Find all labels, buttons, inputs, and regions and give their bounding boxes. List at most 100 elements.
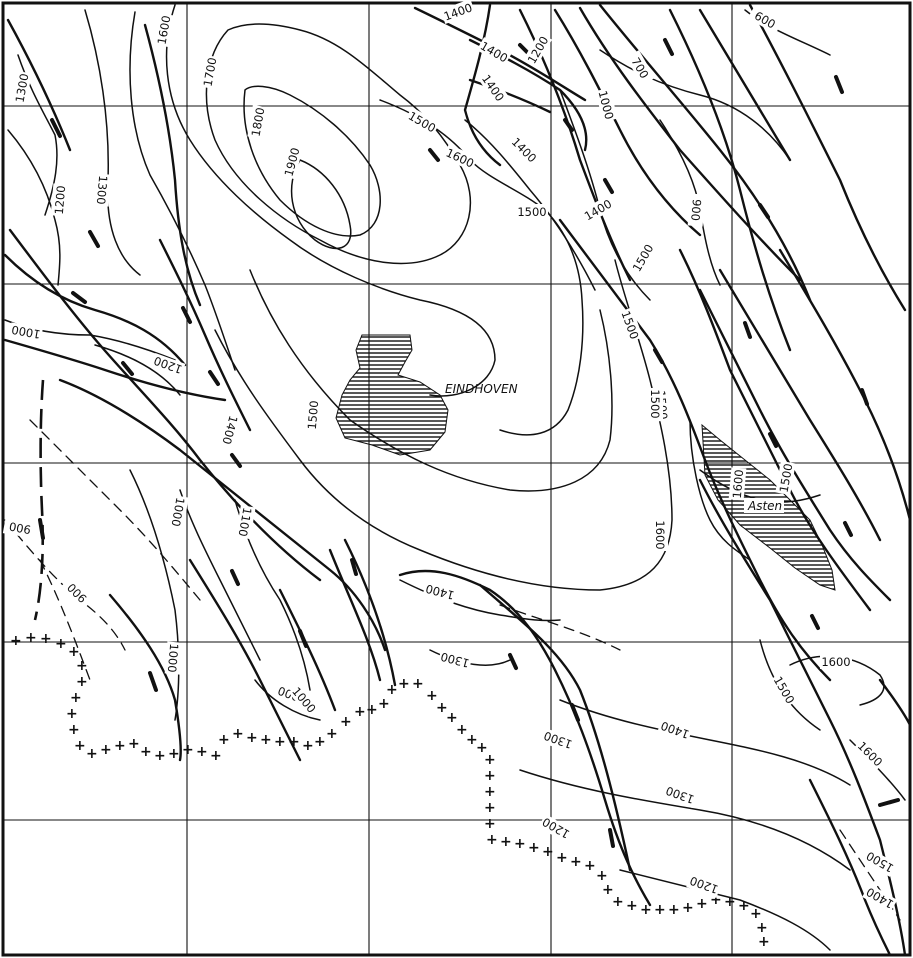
svg-text:+: + [260,732,272,748]
eindhoven-label: EINDHOVEN [445,382,518,396]
svg-text:+: + [596,868,608,884]
svg-text:+: + [168,746,180,762]
svg-text:+: + [218,732,230,748]
contour-line [599,49,791,161]
fault-line [58,378,387,652]
fault-line [808,778,892,957]
fault-line [718,268,882,542]
fault-line [328,548,382,682]
contour-label: 1500 [406,109,438,136]
contour-label: 1400 [219,414,240,446]
svg-text:+: + [612,894,624,910]
svg-text:+: + [10,633,22,649]
svg-text:+: + [76,658,88,674]
svg-text:+: + [232,726,244,742]
asten-label-bg [744,498,784,513]
svg-text:+: + [68,644,80,660]
svg-text:+: + [556,850,568,866]
svg-text:+: + [484,800,496,816]
svg-text:+: + [25,630,37,646]
svg-text:+: + [584,858,596,874]
contour-line [559,699,851,786]
svg-text:+: + [412,676,424,692]
contour-label: 1300 [13,72,32,103]
svg-text:+: + [758,934,770,950]
svg-text:+: + [210,748,222,764]
svg-text:+: + [626,898,638,914]
svg-text:+: + [710,892,722,908]
svg-text:+: + [366,702,378,718]
contour-line [243,85,381,237]
fault-line [678,248,872,612]
fault-line [478,583,632,872]
fault-line [6,18,72,152]
svg-text:+: + [500,834,512,850]
svg-text:+: + [302,738,314,754]
eindhoven-urban-area [335,334,449,456]
svg-text:+: + [182,742,194,758]
fault-line [3,338,227,402]
contour-label: 1600 [444,145,476,170]
svg-text:+: + [196,744,208,760]
contour-label: 1500 [618,309,641,341]
contour-label: 1300 [94,175,110,205]
svg-text:+: + [114,738,126,754]
fault-line [278,588,337,712]
svg-text:+: + [456,722,468,738]
contour-label: 900 [688,198,704,221]
fault-line [108,593,182,762]
svg-text:+: + [55,636,67,652]
svg-text:+: + [528,840,540,856]
contour-line [179,489,261,661]
svg-text:+: + [288,734,300,750]
contour-label: 1600 [653,520,667,549]
contour-line [84,9,141,276]
cross-line: ++++++++++++++++++++++++++++++++++++++++… [10,630,770,950]
contour-label: 1200 [688,873,720,896]
svg-text:+: + [274,734,286,750]
fault-line [343,538,397,687]
svg-text:+: + [66,706,78,722]
contour-label: 1500 [305,400,321,430]
contour-line [29,419,201,601]
svg-text:+: + [750,906,762,922]
svg-text:+: + [40,631,52,647]
svg-text:+: + [68,722,80,738]
contour-line [429,649,511,666]
fault-line [3,253,187,367]
svg-text:+: + [100,742,112,758]
contour-label: 1400 [424,581,456,602]
contour-label: 900 [8,519,32,537]
fault-line [143,23,202,307]
contour-line [165,4,496,397]
fault-line [878,678,912,727]
svg-text:+: + [386,682,398,698]
fault-line [558,218,832,682]
contour-label: 1000 [165,643,181,673]
contour-line [205,23,472,265]
fault-ticks [38,38,900,848]
contour-label: 1500 [648,389,662,418]
svg-text:+: + [446,710,458,726]
contour-label: 1200 [540,815,572,842]
contour-label: 1800 [249,106,268,137]
fault-line [698,8,792,162]
fault-line [468,78,552,114]
contour-label: 1500 [864,849,896,876]
contour-line [7,129,61,286]
svg-text:+: + [640,902,652,918]
svg-text:+: + [696,896,708,912]
contour-label: 1000 [10,323,41,342]
svg-text:+: + [340,714,352,730]
contour-line [619,869,831,951]
svg-text:+: + [378,696,390,712]
contour-label: 1100 [236,506,255,537]
fault-line [598,3,812,302]
contour-label: 1000 [595,89,616,121]
contour-label: 1300 [439,649,471,670]
contour-label: 1600 [821,655,850,669]
fault-line [748,3,907,312]
svg-text:+: + [514,836,526,852]
